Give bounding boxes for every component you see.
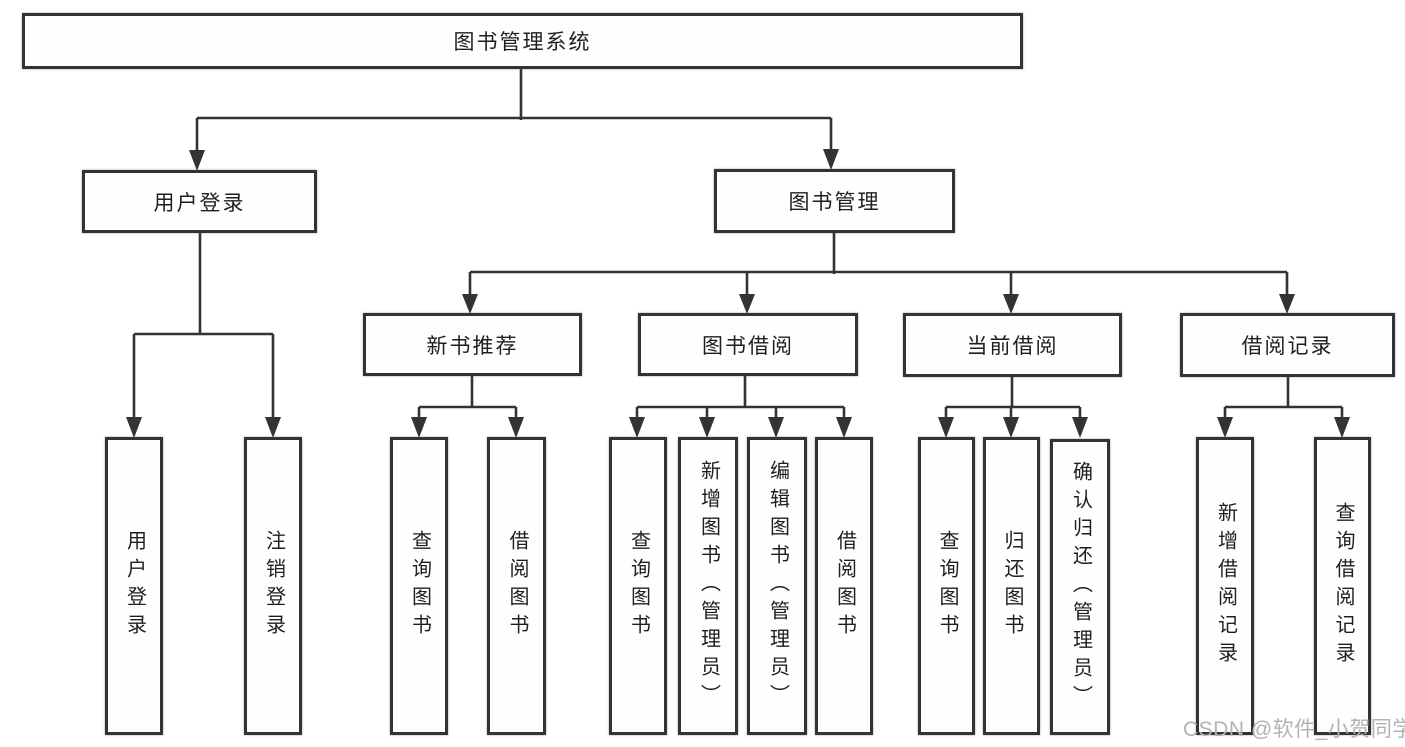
- node-label: 查询借阅记录: [1332, 502, 1354, 670]
- node-user-login: 用户登录: [82, 170, 317, 233]
- leaf-query-books-recommend: 查询图书: [390, 437, 448, 735]
- node-label: 归还图书: [1001, 530, 1023, 642]
- node-borrowing-records: 借阅记录: [1180, 313, 1395, 377]
- node-label: 新书推荐: [426, 334, 519, 358]
- leaf-add-books-admin: 新增图书（管理员）: [678, 437, 738, 735]
- arrowheads: [126, 149, 1350, 438]
- node-label: 查询图书: [936, 530, 958, 642]
- node-label: 借阅记录: [1241, 335, 1334, 358]
- leaf-query-books-current: 查询图书: [918, 437, 975, 735]
- node-book-management: 图书管理: [714, 169, 955, 233]
- node-label: 图书管理: [788, 191, 881, 214]
- leaf-query-books-borrowing: 查询图书: [609, 437, 667, 735]
- node-book-borrowing: 图书借阅: [638, 313, 858, 376]
- leaf-return-books: 归还图书: [983, 437, 1040, 735]
- csdn-watermark: CSDN @软件_小贺同学: [1183, 718, 1405, 741]
- node-library-management-system: 图书管理系统: [22, 13, 1023, 69]
- leaf-user-login: 用户登录: [105, 437, 163, 735]
- node-label: 确认归还（管理员）: [1069, 461, 1092, 713]
- node-label: 图书管理系统: [453, 31, 592, 54]
- node-label: 借阅图书: [833, 530, 856, 642]
- node-label: 用户登录: [153, 191, 246, 215]
- node-label: 新增借阅记录: [1214, 502, 1237, 670]
- node-label: 新增图书（管理员）: [697, 460, 720, 712]
- leaf-add-borrow-record: 新增借阅记录: [1196, 437, 1254, 735]
- node-new-book-recommendation: 新书推荐: [363, 313, 582, 376]
- leaf-confirm-return-admin: 确认归还（管理员）: [1050, 439, 1110, 735]
- leaf-borrow-books-borrowing: 借阅图书: [815, 437, 873, 735]
- node-label: 用户登录: [123, 530, 146, 642]
- node-label: 当前借阅: [966, 335, 1059, 358]
- leaf-query-borrow-record: 查询借阅记录: [1314, 437, 1371, 735]
- leaf-logout: 注销登录: [244, 437, 302, 735]
- node-label: 编辑图书（管理员）: [766, 460, 789, 712]
- node-label: 借阅图书: [506, 530, 528, 642]
- node-label: 图书借阅: [702, 334, 794, 358]
- node-label: 查询图书: [408, 530, 431, 642]
- node-label: 查询图书: [627, 530, 650, 642]
- node-label: 注销登录: [262, 530, 285, 642]
- leaf-edit-books-admin: 编辑图书（管理员）: [747, 437, 807, 735]
- node-current-borrowing: 当前借阅: [903, 313, 1122, 377]
- leaf-borrow-books-recommend: 借阅图书: [487, 437, 546, 735]
